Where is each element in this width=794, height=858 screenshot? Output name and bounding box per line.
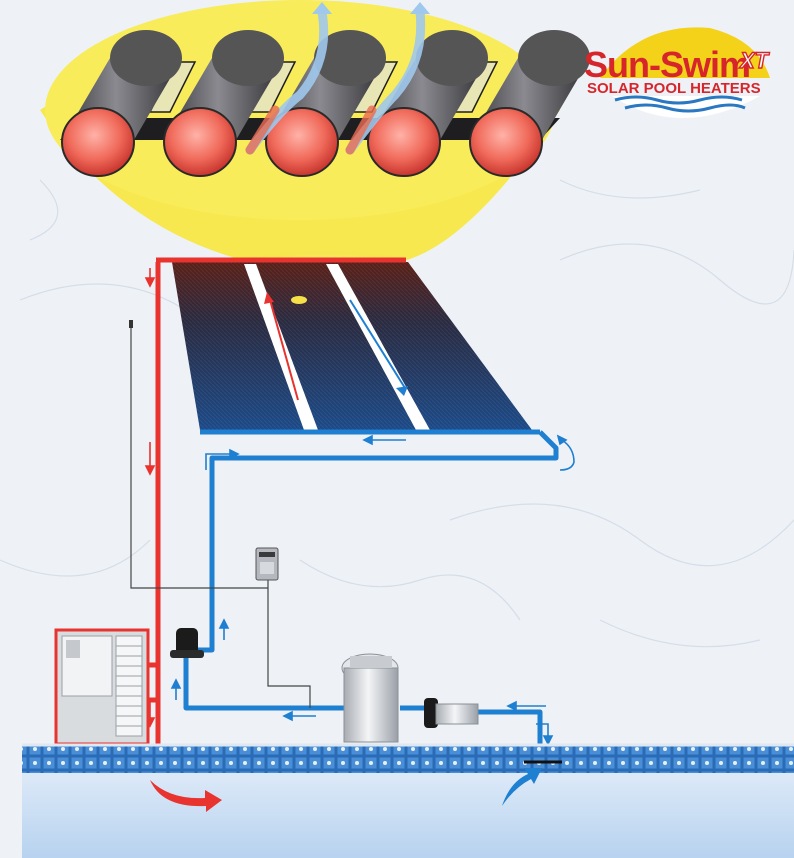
solar-collector-panel (156, 257, 540, 435)
brand-logo: Sun-Swim XT SOLAR POOL HEATERS (584, 27, 770, 118)
solar-controller (255, 547, 279, 581)
swimming-pool (22, 743, 794, 858)
heat-pump-unit (54, 628, 150, 746)
brand-tagline: SOLAR POOL HEATERS (587, 80, 761, 97)
pool-pump (424, 698, 479, 728)
pool-filter (341, 653, 399, 743)
valve-actuator (170, 628, 204, 658)
magnified-collector-tubes (60, 2, 590, 177)
tube (367, 30, 488, 177)
tube (265, 30, 386, 177)
heat-rising-arrows (245, 7, 426, 155)
tube (469, 30, 590, 177)
control-wiring (130, 322, 311, 708)
cold-flow-arrows (170, 434, 575, 746)
tube (163, 30, 284, 177)
brand-name: Sun-Swim (584, 44, 750, 85)
brand-suffix: XT (738, 48, 770, 73)
temperature-sensor (129, 320, 133, 328)
pool-return-arrow (150, 780, 222, 812)
tube (61, 30, 182, 177)
pool-intake-arrow (502, 768, 542, 806)
hot-flow-arrows (144, 268, 156, 728)
